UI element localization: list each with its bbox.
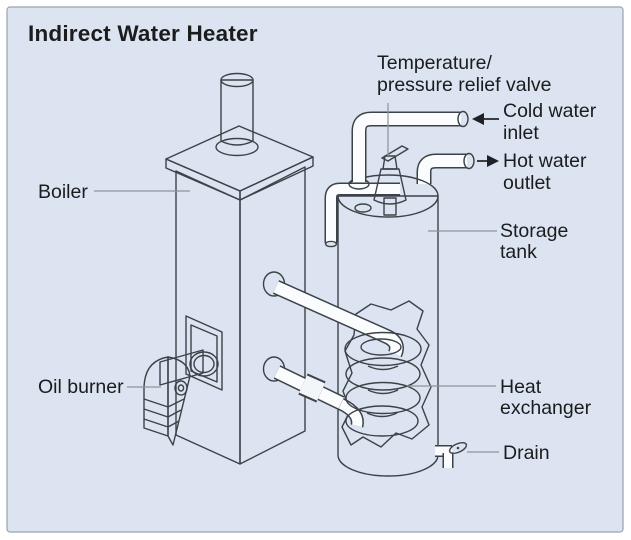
valve-lever [381, 145, 409, 162]
leader-lines [94, 103, 499, 453]
coil [345, 357, 421, 437]
label-drain: Drain [503, 442, 550, 464]
label-heat-exchanger-line1: Heat [500, 376, 542, 398]
label-storage-tank-line2: tank [500, 241, 537, 263]
chimney-base [215, 137, 259, 157]
hot-water-pipe [416, 153, 467, 184]
relief-valve [373, 145, 409, 216]
boiler-return-pipe [262, 356, 345, 410]
label-cold-inlet-line2: inlet [503, 122, 539, 144]
drain-handle [448, 441, 468, 455]
label-relief-valve-line2: pressure relief valve [377, 74, 552, 96]
label-relief-valve-line1: Temperature/ [377, 52, 492, 74]
tank-top-fitting [354, 203, 372, 213]
label-hot-outlet-line2: outlet [503, 172, 551, 194]
drain-valve [435, 441, 468, 468]
burner-tube [159, 349, 204, 386]
flow-arrow-left-icon [472, 113, 484, 125]
label-heat-exchanger-line2: exchanger [500, 397, 592, 419]
hot-pipe-end-cap [463, 152, 475, 170]
flow-arrows [472, 113, 499, 167]
cold-water-pipe [348, 110, 469, 190]
tank-cutaway [341, 300, 432, 448]
page-title: Indirect Water Heater [28, 21, 258, 46]
heat-exchanger [262, 271, 432, 448]
storage-tank [337, 174, 439, 477]
cold-pipe-end-cap [457, 110, 469, 128]
label-cold-inlet-line1: Cold water [503, 100, 597, 122]
label-hot-outlet-line1: Hot water [503, 150, 587, 172]
oil-burner [143, 349, 204, 446]
flow-arrow-right-icon [487, 155, 499, 167]
pipe-coupling [299, 375, 325, 401]
relief-valve-discharge-pipe [324, 182, 400, 248]
label-oil-burner: Oil burner [38, 376, 124, 398]
label-boiler: Boiler [38, 181, 88, 203]
label-storage-tank-line1: Storage [500, 220, 568, 242]
chimney [220, 79, 254, 146]
diagram-panel [6, 6, 624, 533]
